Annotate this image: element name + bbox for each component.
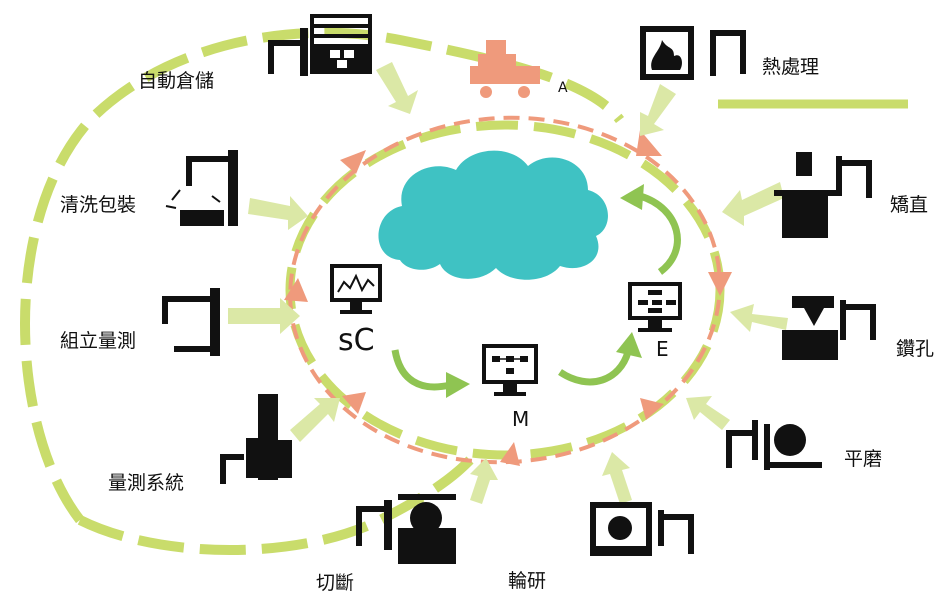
station-label-measuring-system: 量測系統	[108, 472, 185, 494]
center-curved-arrow-top	[638, 192, 681, 275]
center-curved-arrow-left	[391, 349, 451, 391]
station-label-auto-storage: 自動倉儲	[138, 70, 215, 92]
salmon-arrow-right	[708, 272, 732, 296]
wheel-grinder-icon	[590, 502, 694, 556]
station-label-cutting: 切斷	[316, 572, 355, 594]
salmon-arrow-bottom	[500, 442, 520, 466]
station-label-heat-treatment: 熱處理	[762, 56, 820, 78]
station-label-straightening: 矯直	[890, 194, 929, 216]
station-label-wheel-grinding: 輪研	[508, 570, 547, 592]
salmon-arrow-top-left	[340, 150, 366, 174]
station-label-washing-packaging: 清洗包裝	[60, 194, 137, 216]
salmon-arrow-left-low	[342, 392, 366, 414]
fragment-top: A	[558, 80, 568, 96]
station-label-surface-grinding: 平磨	[844, 448, 883, 470]
fragment-left: sC	[338, 323, 375, 358]
cutting-saw-icon	[356, 494, 456, 564]
outer-green-loop-bottom	[77, 456, 474, 555]
transport-cart-icon	[470, 40, 540, 98]
center-curved-arrow-right	[558, 350, 632, 386]
monitor-hierarchy-icon	[628, 282, 682, 332]
salmon-arrow-left	[284, 278, 308, 302]
assembly-robot-icon	[162, 288, 220, 356]
monitor-flowchart-icon	[482, 344, 538, 396]
fragment-right: E	[656, 337, 669, 361]
warehouse-shelf-icon	[268, 14, 372, 76]
fragment-bottom: M	[512, 407, 529, 431]
monitor-chart-icon	[330, 264, 382, 314]
salmon-arrow-top-right	[636, 130, 662, 156]
drilling-machine-icon	[782, 296, 876, 360]
station-label-drilling: 鑽孔	[896, 338, 935, 360]
washing-robot-icon	[165, 150, 238, 226]
cloud-icon	[378, 150, 608, 280]
inward-arrows	[228, 62, 788, 504]
measuring-machine-icon	[220, 394, 292, 484]
straightening-press-icon	[774, 152, 872, 238]
surface-grinder-icon	[726, 420, 822, 470]
station-label-assembly-measurement: 組立量測	[60, 330, 137, 352]
furnace-fire-icon	[640, 26, 746, 80]
salmon-arrow-right-low	[640, 398, 664, 420]
